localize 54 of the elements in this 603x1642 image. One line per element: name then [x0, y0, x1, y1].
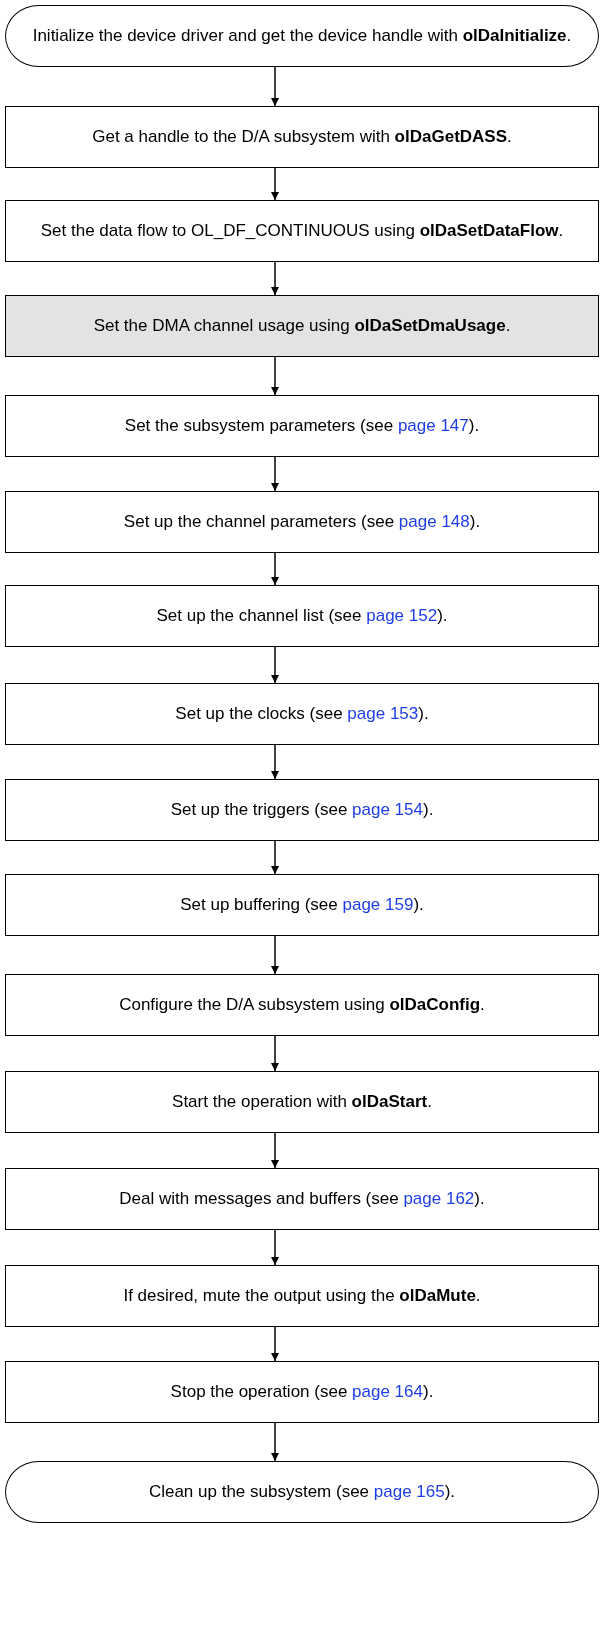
step-text: Set the subsystem parameters (see page 147).: [124, 414, 480, 437]
process-box: [5, 395, 599, 457]
arrow: [271, 552, 279, 586]
process-box: [5, 974, 599, 1036]
process-box: [5, 1265, 599, 1327]
step-text: Clean up the subsystem (see page 165).: [148, 1480, 456, 1503]
step-text: Get a handle to the D/A subsystem with olDaGetDASS.: [92, 125, 512, 148]
step-text: Set up buffering (see page 159).: [180, 893, 424, 916]
page-link: page 162: [403, 1188, 475, 1208]
step-text: Start the operation with olDaStart.: [172, 1090, 432, 1113]
step-text: Stop the operation (see page 164).: [170, 1380, 434, 1403]
process-box: [5, 200, 599, 262]
page-link: page 154: [352, 799, 423, 819]
process-box: [5, 1071, 599, 1133]
step-text: Initialize the device driver and get the device handle with olDaInitialize.: [32, 24, 572, 47]
step-text: Set the DMA channel usage using olDaSetDmaUsage.: [93, 314, 511, 337]
process-box: [5, 683, 599, 745]
step-text: If desired, mute the output using the olDaMute.: [123, 1284, 481, 1307]
arrow: [271, 1422, 279, 1462]
page-link: page 147: [397, 415, 469, 435]
arrow: [271, 66, 279, 107]
arrow: [271, 840, 279, 875]
arrow: [271, 1132, 279, 1169]
step-text: Set up the channel list (see page 152).: [156, 604, 448, 627]
arrow: [271, 1035, 279, 1072]
page-link: page 159: [342, 894, 414, 914]
step-text: Set the data flow to OL_DF_CONTINUOUS using olDaSetDataFlow.: [40, 219, 564, 242]
process-box: [5, 585, 599, 647]
process-box: [5, 874, 599, 936]
step-text: Configure the D/A subsystem using olDaConfig.: [119, 993, 485, 1016]
arrow: [271, 935, 279, 975]
arrow: [271, 456, 279, 492]
process-box: [5, 1168, 599, 1230]
arrow: [271, 646, 279, 684]
arrow: [271, 1229, 279, 1266]
step-text: Set up the clocks (see page 153).: [175, 702, 429, 725]
page-link: page 164: [352, 1381, 423, 1401]
arrow: [271, 356, 279, 396]
page-link: page 165: [373, 1481, 445, 1501]
page-link: page 148: [398, 511, 470, 531]
process-box: [5, 1361, 599, 1423]
arrow: [271, 744, 279, 780]
arrow: [271, 167, 279, 201]
process-box: [5, 491, 599, 553]
step-text: Set up the channel parameters (see page 148).: [123, 510, 481, 533]
arrow: [271, 1326, 279, 1362]
step-text: Deal with messages and buffers (see page 162).: [119, 1187, 485, 1210]
process-box: [5, 779, 599, 841]
step-text: Set up the triggers (see page 154).: [170, 798, 434, 821]
arrow: [271, 261, 279, 296]
process-box: [5, 295, 599, 357]
page-link: page 152: [366, 605, 438, 625]
page-link: page 153: [347, 703, 419, 723]
process-box: [5, 106, 599, 168]
